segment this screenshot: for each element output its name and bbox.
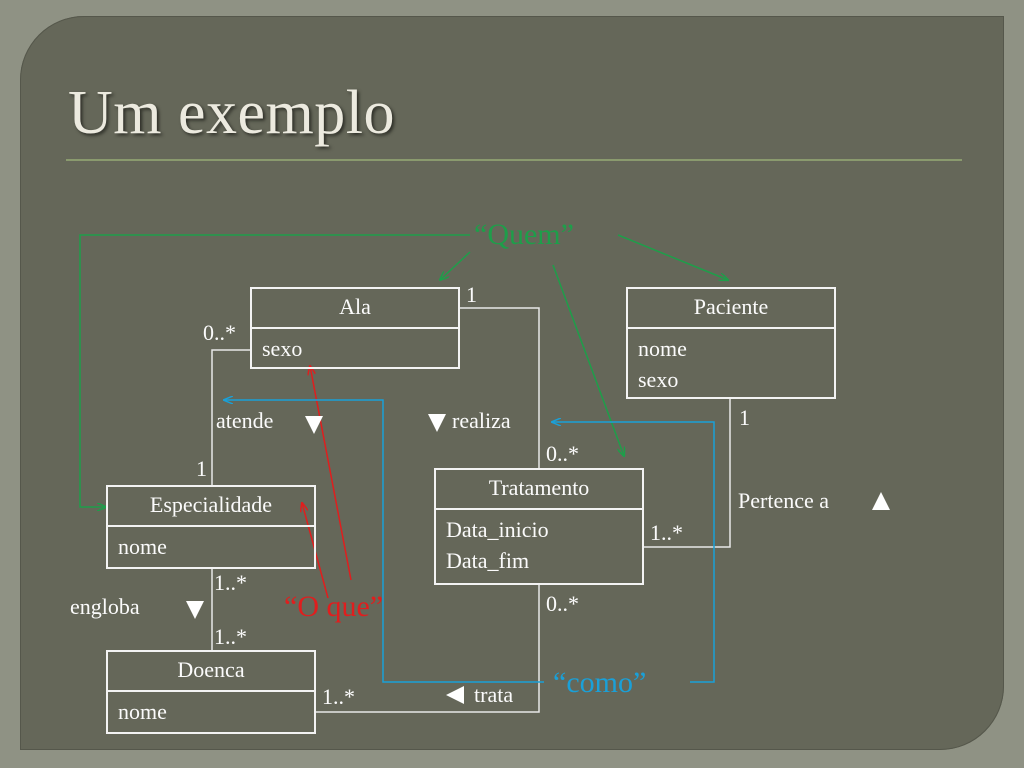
class-tratamento-name: Tratamento (436, 470, 642, 510)
class-ala-name: Ala (252, 289, 458, 329)
assoc-label-atende: atende (216, 408, 274, 433)
assoc-line-realiza (460, 307, 540, 468)
mult-atende-ala: 0..* (203, 320, 236, 345)
class-especialidade: Especialidade nome (106, 485, 316, 569)
class-tratamento-attr: Data_fim (446, 548, 530, 573)
class-paciente-name: Paciente (628, 289, 834, 329)
annotation-como: “como” (553, 666, 647, 699)
class-paciente-attr: sexo (638, 367, 679, 392)
class-paciente-attr: nome (638, 336, 687, 361)
mult-pertence-paciente: 1 (739, 405, 750, 430)
mult-atende-especialidade: 1 (196, 456, 207, 481)
class-tratamento-attributes: Data_inicio Data_fim (436, 510, 642, 582)
class-ala-attributes: sexo (252, 329, 458, 370)
slide-background (20, 16, 1004, 750)
quem-arrow-ala (440, 251, 471, 280)
assoc-line-atende (211, 349, 250, 485)
class-especialidade-name: Especialidade (108, 487, 314, 527)
oque-arrow-ala (310, 366, 352, 581)
class-paciente: Paciente nome sexo (626, 287, 836, 399)
annotation-quem: “Quem” (474, 218, 574, 251)
assoc-label-trata: trata (474, 682, 514, 707)
mult-pertence-tratamento: 1..* (650, 520, 683, 545)
title-divider (66, 159, 962, 161)
quem-arrow-especialidade (79, 234, 470, 507)
como-arrow-ala (224, 400, 544, 683)
atende-direction-icon (305, 416, 323, 434)
class-paciente-attributes: nome sexo (628, 329, 834, 401)
quem-arrow-tratamento (552, 264, 624, 456)
assoc-label-engloba: engloba (70, 594, 140, 619)
class-doenca-attributes: nome (108, 692, 314, 733)
assoc-line-pertence (643, 398, 731, 548)
mult-realiza-ala: 1 (466, 282, 477, 307)
class-doenca-name: Doenca (108, 652, 314, 692)
class-tratamento: Tratamento Data_inicio Data_fim (434, 468, 644, 585)
annotation-oque: “O que” (284, 590, 384, 623)
class-especialidade-attributes: nome (108, 527, 314, 568)
class-especialidade-attr: nome (118, 534, 167, 559)
mult-engloba-doenca: 1..* (214, 624, 247, 649)
realiza-direction-icon (428, 414, 446, 432)
class-tratamento-attr: Data_inicio (446, 517, 549, 542)
assoc-line-trata (315, 584, 540, 713)
class-ala: Ala sexo (250, 287, 460, 369)
class-doenca: Doenca nome (106, 650, 316, 734)
como-arrow-tratamento (552, 422, 715, 683)
engloba-direction-icon (186, 601, 204, 619)
class-ala-attr: sexo (262, 336, 303, 361)
slide-title: Um exemplo (68, 79, 395, 147)
quem-arrow-paciente (617, 234, 728, 280)
mult-trata-tratamento: 0..* (546, 591, 579, 616)
mult-realiza-tratamento: 0..* (546, 441, 579, 466)
assoc-label-realiza: realiza (452, 408, 511, 433)
mult-engloba-especialidade: 1..* (214, 570, 247, 595)
mult-trata-doenca: 1..* (322, 684, 355, 709)
pertence-direction-icon (872, 492, 890, 510)
trata-direction-icon (446, 686, 464, 704)
class-doenca-attr: nome (118, 699, 167, 724)
assoc-label-pertence: Pertence a (738, 488, 829, 513)
